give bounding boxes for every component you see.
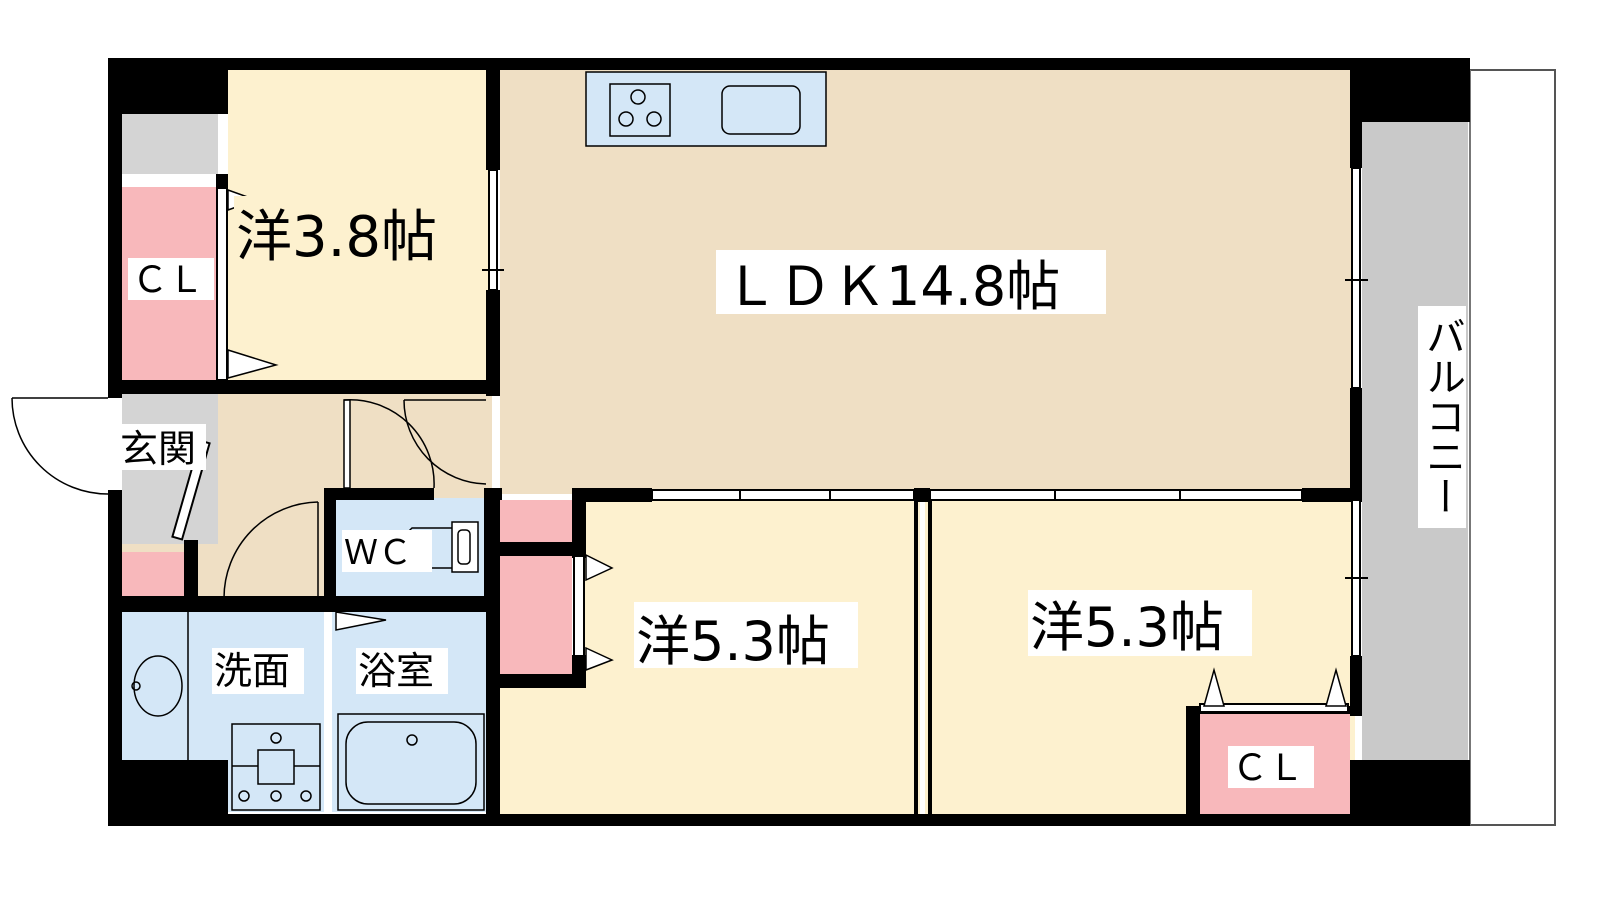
wc-label-bg <box>342 530 432 572</box>
closet-3-floor <box>500 555 572 675</box>
sink-icon <box>721 85 801 135</box>
ldk-label: ＬＤＫ14.8帖 <box>724 255 1060 318</box>
kitchen-counter <box>585 71 827 147</box>
ldk-door <box>343 399 487 489</box>
closet-3-door <box>573 555 585 657</box>
balcony-windows <box>1345 167 1368 657</box>
western-room-3-label-bg <box>1028 590 1252 656</box>
closet-1-door <box>216 187 228 381</box>
western-room-3-label: 洋5.3帖 <box>1030 596 1224 659</box>
stove-burner-icon <box>646 111 662 127</box>
balcony-label-bg <box>1418 306 1466 528</box>
shoe-closet-floor <box>122 552 184 596</box>
bathroom-floor <box>332 612 490 812</box>
closet-1-label: ＣＬ <box>132 260 204 301</box>
western-room-2-label: 洋5.3帖 <box>636 610 830 673</box>
sliding-partition-ldk <box>651 489 1303 501</box>
bathroom-label-bg <box>356 648 448 694</box>
closet-1-label-bg <box>128 258 214 300</box>
bathroom-label: 浴室 <box>358 649 434 693</box>
entrance-label-bg <box>118 424 206 470</box>
closet-storage-gray <box>122 114 218 174</box>
stove-burner-icon <box>630 89 646 105</box>
washing-machine-icon <box>231 723 321 811</box>
ldk-label-bg <box>716 250 1106 314</box>
bathtub-icon <box>337 713 485 811</box>
entrance-door <box>11 397 109 495</box>
washroom-label: 洗面 <box>214 649 290 693</box>
closet-4-floor <box>500 500 572 545</box>
washroom-door <box>223 501 319 599</box>
washbasin-icon <box>131 612 189 760</box>
door-swing-marks <box>227 188 1347 707</box>
closet-2-door <box>1199 703 1349 713</box>
wc-label: ＷＣ <box>344 533 412 573</box>
western-room-1-label: 洋3.8帖 <box>236 205 437 270</box>
western-room-1-label-bg <box>234 196 464 266</box>
balcony-label: バルコニー <box>1419 316 1465 516</box>
western-room-2-label-bg <box>634 602 858 668</box>
western-1-window <box>482 169 504 291</box>
closet-2-label: ＣＬ <box>1232 748 1304 789</box>
entrance-label: 玄関 <box>120 427 196 471</box>
walls <box>108 58 1470 826</box>
stove-burner-icon <box>618 111 634 127</box>
closet-2-label-bg <box>1228 746 1314 788</box>
western-room-2-lower-floor <box>500 684 580 815</box>
washroom-label-bg <box>212 648 304 694</box>
